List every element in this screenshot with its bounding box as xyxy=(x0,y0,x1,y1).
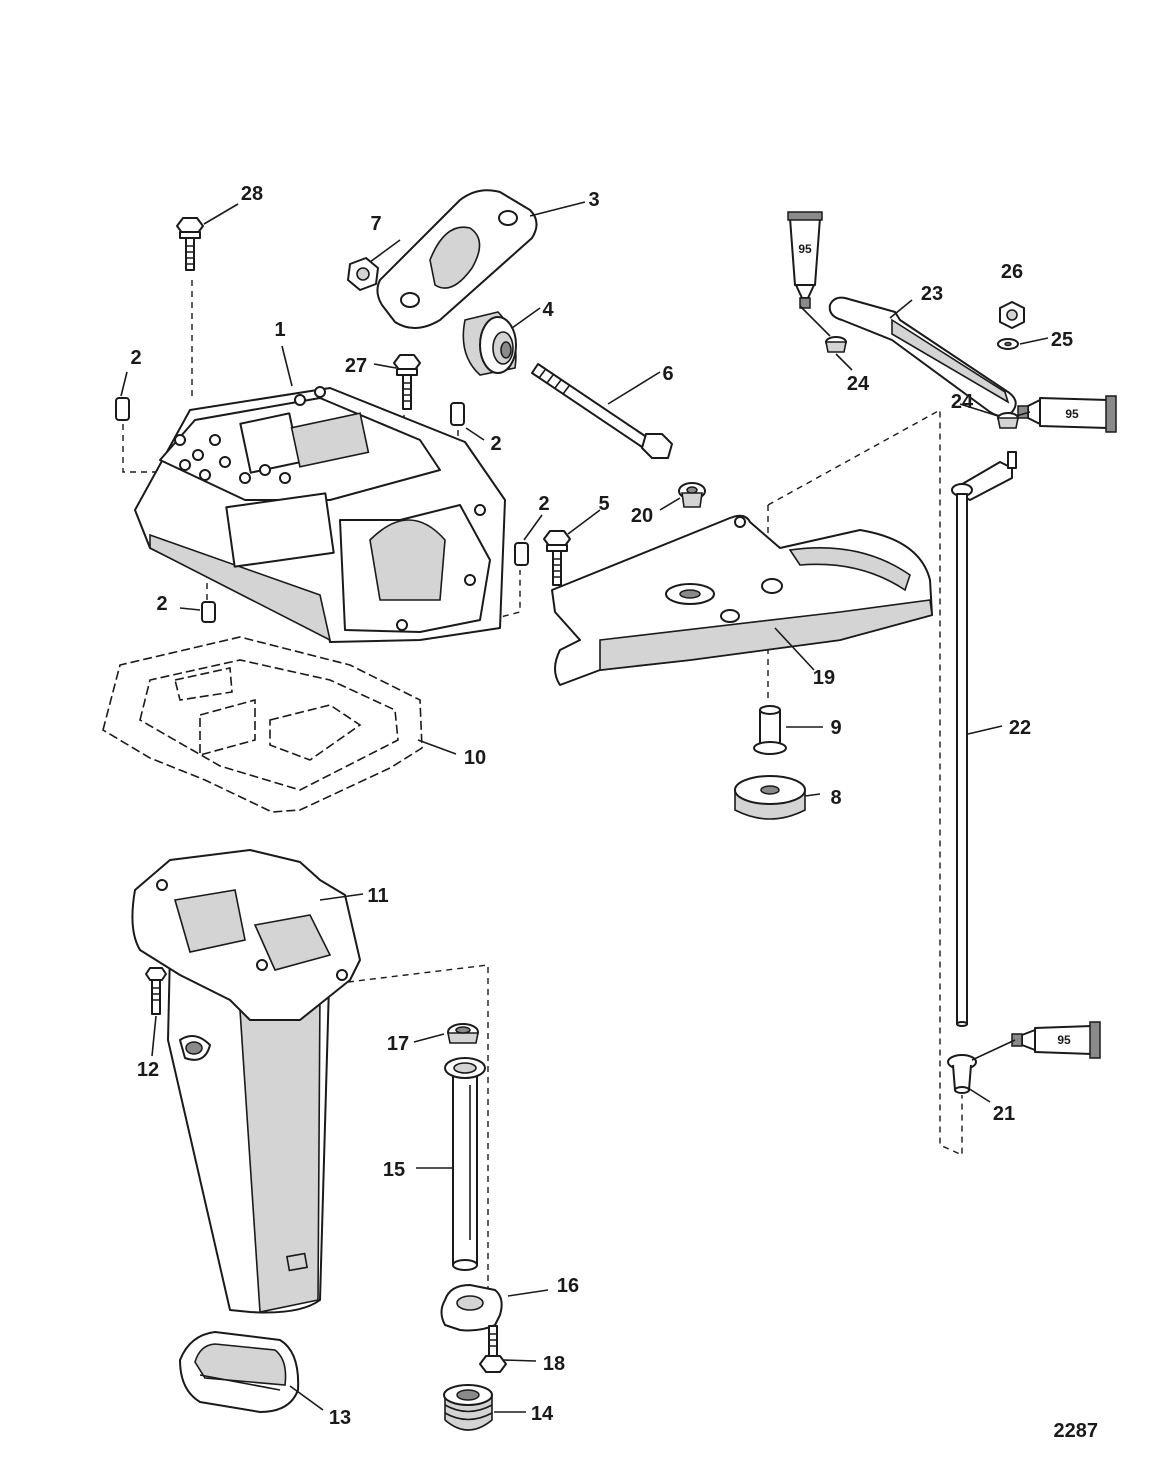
callout-2: 2 xyxy=(538,493,549,515)
part-28-bolt xyxy=(176,217,204,271)
part-25-washer xyxy=(997,338,1019,350)
part-16-water-tube-guide xyxy=(440,1284,503,1332)
callout-23: 23 xyxy=(921,283,943,305)
sealant-tube-label: 95 xyxy=(798,242,812,256)
callout-5: 5 xyxy=(598,493,609,515)
sealant-tube-label: 95 xyxy=(1057,1033,1071,1047)
figure-number: 2287 xyxy=(1054,1420,1099,1442)
callout-2: 2 xyxy=(130,347,141,369)
part-6-long-bolt xyxy=(531,363,673,459)
callout-14: 14 xyxy=(531,1403,554,1425)
callout-2: 2 xyxy=(156,593,167,615)
part-26-nut xyxy=(999,301,1025,329)
callout-24: 24 xyxy=(951,391,974,413)
callout-28: 28 xyxy=(241,183,263,205)
part-18-bolt xyxy=(479,1325,507,1373)
part-4-rubber-mount xyxy=(462,311,517,376)
callout-7: 7 xyxy=(370,213,381,235)
part-27-bolt xyxy=(393,354,421,410)
callout-20: 20 xyxy=(631,505,653,527)
callout-3: 3 xyxy=(588,189,599,211)
part-14-water-tube-seal xyxy=(443,1384,493,1431)
callout-10: 10 xyxy=(464,747,486,769)
part-11-driveshaft-housing xyxy=(131,849,361,1314)
callout-26: 26 xyxy=(1001,261,1023,283)
part-2-dowel-pins xyxy=(115,397,529,623)
sealant-tube-95-top: 95 xyxy=(787,211,823,309)
callout-15: 15 xyxy=(383,1159,405,1181)
part-24-bushings xyxy=(825,336,1019,429)
part-8-rubber-bumper xyxy=(734,775,806,820)
callout-13: 13 xyxy=(329,1407,351,1429)
callout-21: 21 xyxy=(993,1103,1015,1125)
callout-8: 8 xyxy=(830,787,841,809)
part-21-bushing xyxy=(947,1054,977,1094)
part-10-gasket xyxy=(102,636,423,813)
callout-6: 6 xyxy=(662,363,673,385)
callout-25: 25 xyxy=(1051,329,1073,351)
part-5-bolt xyxy=(543,530,571,586)
callout-9: 9 xyxy=(830,717,841,739)
callout-4: 4 xyxy=(542,299,554,321)
callout-22: 22 xyxy=(1009,717,1031,739)
part-20-grommet xyxy=(678,482,706,508)
callout-18: 18 xyxy=(543,1353,565,1375)
part-17-grommet xyxy=(447,1023,479,1044)
callout-19: 19 xyxy=(813,667,835,689)
part-7-nut xyxy=(347,257,379,291)
callout-27: 27 xyxy=(345,355,367,377)
callout-11: 11 xyxy=(367,885,388,907)
callout-24: 24 xyxy=(847,373,870,395)
callout-2: 2 xyxy=(490,433,501,455)
leader-lines xyxy=(120,201,1049,1413)
callout-12: 12 xyxy=(137,1059,159,1081)
part-12-bolt xyxy=(145,967,167,1015)
part-9-bushing xyxy=(753,705,787,755)
part-22-shift-shaft xyxy=(951,451,1017,1027)
part-15-water-tube xyxy=(444,1057,486,1271)
callout-numbers: 1 2 2 2 2 3 4 5 6 7 8 9 10 11 12 13 14 1… xyxy=(130,183,1073,1429)
part-1-adapter-plate xyxy=(134,386,506,643)
sealant-tube-95-bottom: 95 xyxy=(1011,1021,1101,1059)
callout-1: 1 xyxy=(274,319,285,341)
part-19-bracket-plate xyxy=(551,514,933,686)
callout-17: 17 xyxy=(387,1033,409,1055)
callout-16: 16 xyxy=(557,1275,579,1297)
part-13-seal xyxy=(179,1331,300,1413)
sealant-tube-label: 95 xyxy=(1065,407,1079,421)
part-3-mount-bracket xyxy=(376,189,538,329)
sealant-tube-95-middle: 95 xyxy=(1017,395,1117,433)
part-23-shift-lever xyxy=(828,296,1017,417)
